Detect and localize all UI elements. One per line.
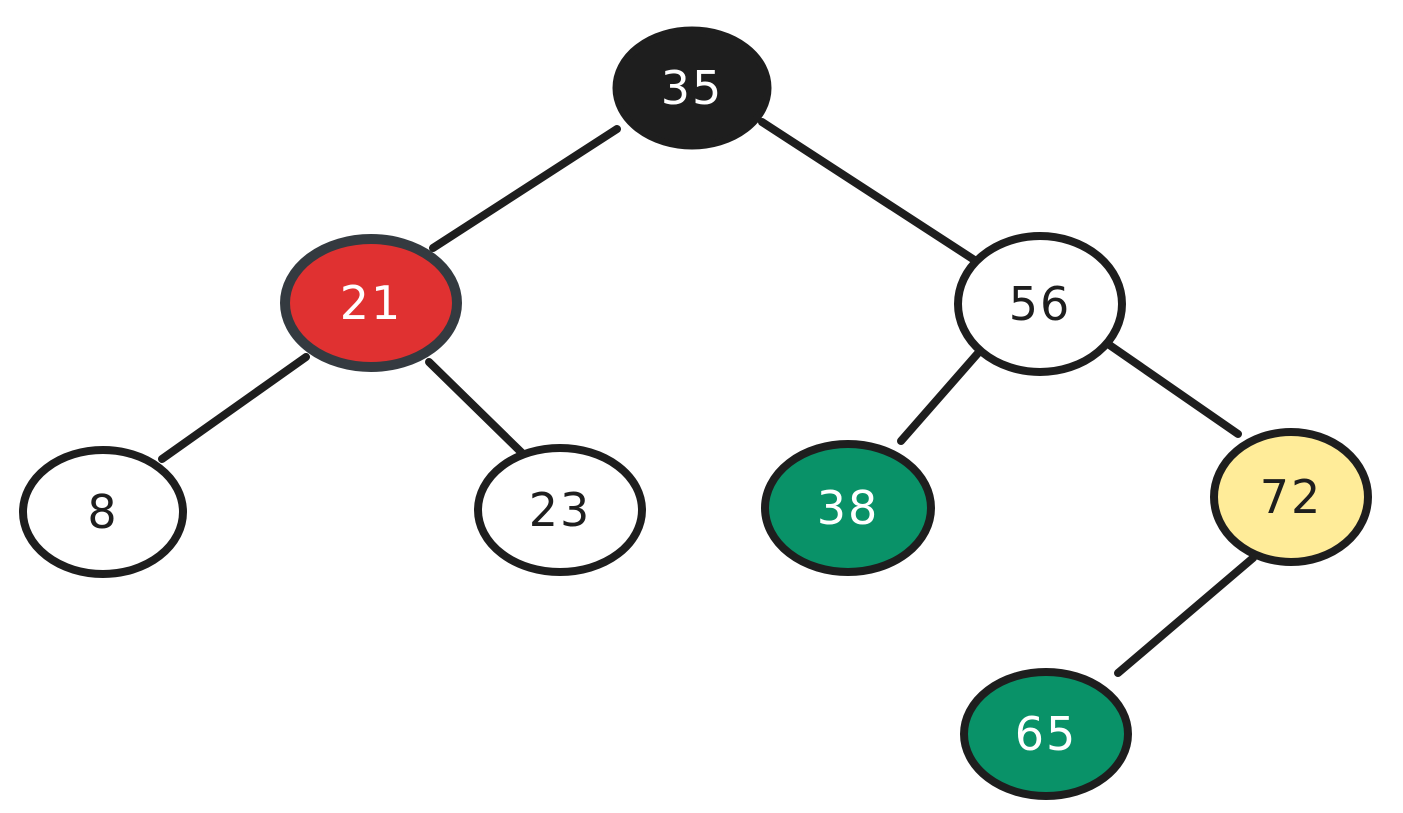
node-shape-38 [761,440,935,576]
edges-layer [158,118,1257,677]
tree-node-56: 56 [954,232,1126,376]
node-shape-72 [1210,428,1372,566]
node-shape-65 [960,668,1132,800]
tree-edge-56-72 [1104,340,1242,438]
node-shape-56 [954,232,1126,376]
tree-node-21: 21 [280,234,462,372]
node-shape-23 [474,444,646,576]
tree-edge-35-21 [429,125,621,252]
node-shape-8 [19,446,187,578]
node-shape-35 [612,26,772,150]
tree-node-35: 35 [612,26,772,150]
node-shape-21 [280,234,462,372]
tree-node-72: 72 [1210,428,1372,566]
tree-node-8: 8 [19,446,187,578]
tree-edge-72-65 [1114,554,1257,677]
tree-edge-35-56 [758,118,983,267]
tree-edge-21-23 [425,358,526,457]
tree-edge-21-8 [158,353,310,463]
tree-node-38: 38 [761,440,935,576]
tree-edge-56-38 [897,348,983,445]
tree-node-65: 65 [960,668,1132,800]
tree-node-23: 23 [474,444,646,576]
